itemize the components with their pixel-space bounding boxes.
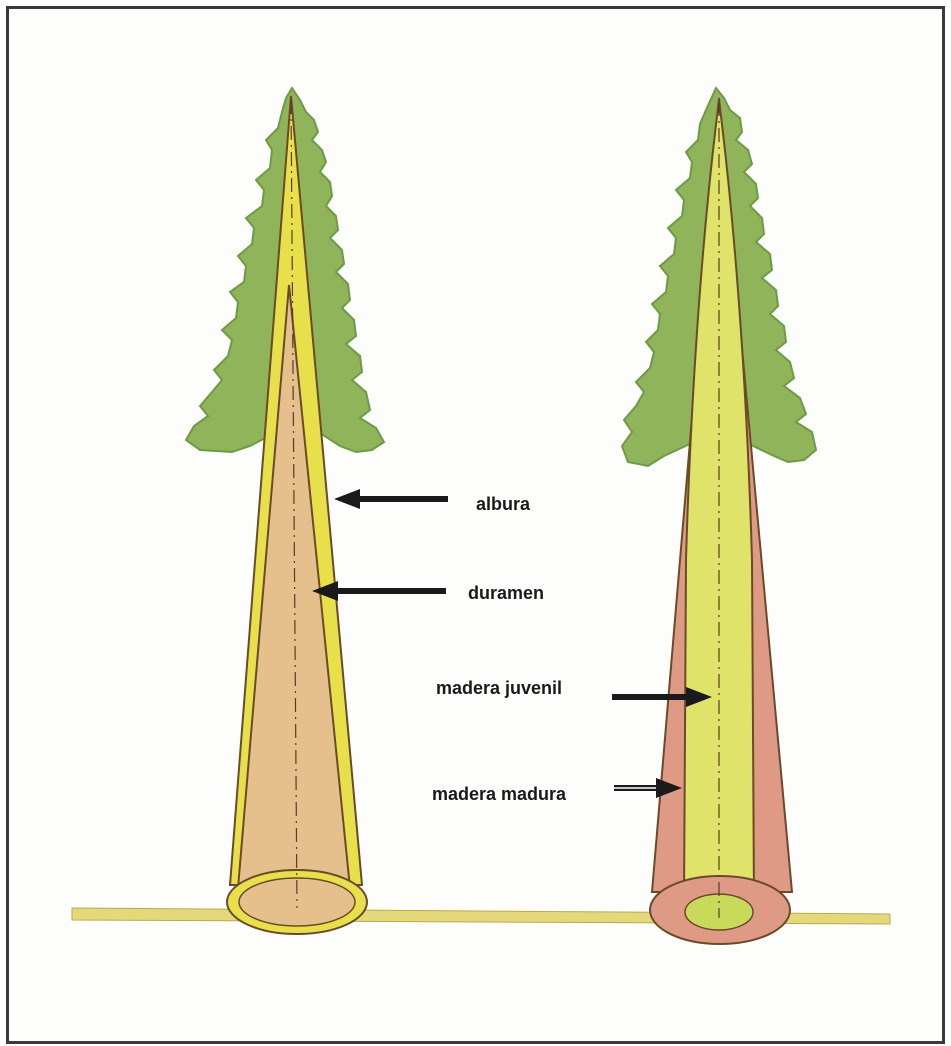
left-tree (186, 88, 384, 934)
label-madera-madura: madera madura (432, 784, 567, 804)
arrows (312, 489, 712, 798)
label-albura: albura (476, 494, 531, 514)
arrow-albura-head (334, 489, 360, 509)
label-duramen: duramen (468, 583, 544, 603)
label-madera-juvenil: madera juvenil (436, 678, 562, 698)
right-tree (622, 88, 816, 944)
